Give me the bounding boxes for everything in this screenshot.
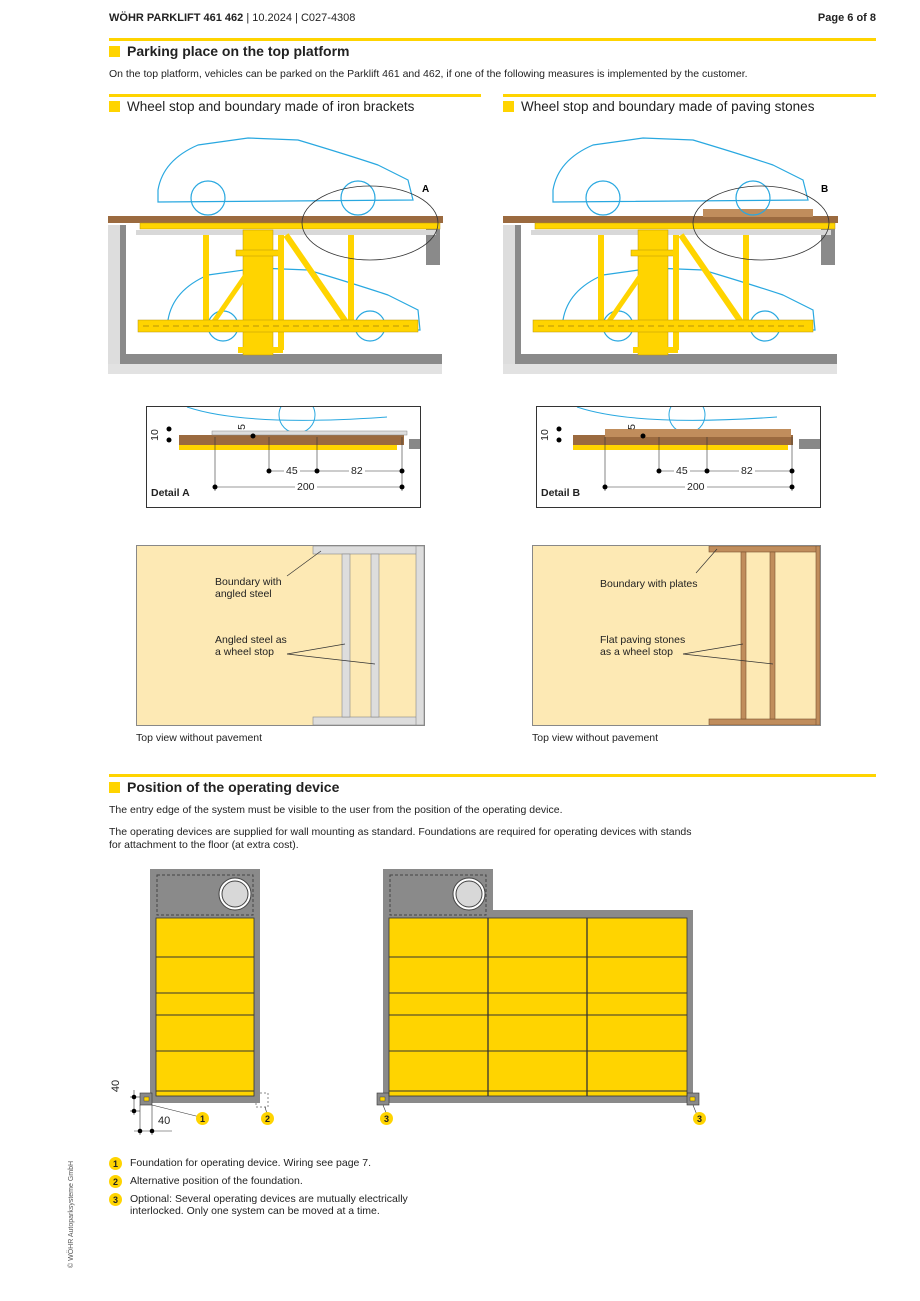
marker-3-left: 3: [380, 1112, 393, 1125]
subsection-heading-right: Wheel stop and boundary made of paving s…: [503, 99, 814, 114]
side-elevation-b: B: [503, 137, 838, 374]
bullet-square-icon: [109, 101, 120, 112]
dim-10: 10: [148, 429, 161, 441]
bullet-square-icon: [109, 45, 120, 57]
divider: [109, 38, 876, 41]
marker-2: 2: [261, 1112, 274, 1125]
section-heading: Parking place on the top platform: [109, 43, 349, 59]
badge-1: 1: [109, 1157, 122, 1170]
dim-40-vertical: 40: [110, 1079, 123, 1093]
paragraph: The entry edge of the system must be vis…: [109, 804, 563, 816]
page-number: Page 6 of 8: [817, 12, 876, 24]
divider: [503, 94, 876, 97]
doc-meta: | 10.2024 | C027-4308: [243, 12, 356, 24]
dim-5: 5: [625, 424, 638, 430]
copyright: © WÖHR Autoparksysteme GmbH: [68, 1160, 75, 1268]
dim-200: 200: [295, 481, 317, 493]
dim-200: 200: [685, 481, 707, 493]
marker-1: 1: [196, 1112, 209, 1125]
dim-82: 82: [739, 465, 755, 477]
legend-item-3: 3 Optional: Several operating devices ar…: [109, 1193, 408, 1217]
bullet-square-icon: [503, 101, 514, 112]
intro-text: On the top platform, vehicles can be par…: [109, 68, 748, 80]
topview-caption: Top view without pavement: [136, 732, 263, 744]
side-elevation-a: A: [108, 137, 443, 374]
dim-82: 82: [349, 465, 365, 477]
section-heading: Position of the operating device: [109, 779, 339, 795]
plan-triple-system: [376, 869, 700, 1115]
divider: [109, 94, 481, 97]
divider: [109, 774, 876, 777]
badge-2: 2: [109, 1175, 122, 1188]
dim-10: 10: [538, 429, 551, 441]
subsection-title: Wheel stop and boundary made of paving s…: [521, 99, 815, 114]
section-title: Parking place on the top platform: [127, 43, 350, 59]
legend-text: Foundation for operating device. Wiring …: [130, 1157, 372, 1169]
subsection-heading-left: Wheel stop and boundary made of iron bra…: [109, 99, 414, 114]
plan-single-system: [130, 869, 269, 1135]
legend-item-2: 2 Alternative position of the foundation…: [109, 1175, 303, 1188]
detail-b: 10 5 45 82 200 Detail B: [536, 406, 821, 508]
paragraph: The operating devices are supplied for w…: [109, 826, 692, 851]
bullet-square-icon: [109, 781, 120, 793]
legend-text: Alternative position of the foundation.: [130, 1175, 303, 1187]
dim-40-horizontal: 40: [158, 1115, 171, 1127]
callout-a-label: A: [422, 184, 429, 195]
dim-45: 45: [284, 465, 300, 477]
section-title: Position of the operating device: [127, 779, 340, 795]
label-boundary: Boundary with plates: [600, 578, 698, 590]
detail-label: Detail A: [151, 487, 190, 499]
subsection-title: Wheel stop and boundary made of iron bra…: [127, 99, 415, 114]
dim-45: 45: [674, 465, 690, 477]
callout-b-label: B: [821, 184, 828, 195]
marker-3-right: 3: [693, 1112, 706, 1125]
dim-5: 5: [235, 424, 248, 430]
legend-text: Optional: Several operating devices are …: [130, 1193, 408, 1217]
doc-header: WÖHR PARKLIFT 461 462 | 10.2024 | C027-4…: [109, 12, 355, 24]
product-name: WÖHR PARKLIFT 461 462: [109, 12, 244, 24]
legend-item-1: 1 Foundation for operating device. Wirin…: [109, 1157, 371, 1170]
detail-label: Detail B: [541, 487, 581, 499]
detail-a: 10 5 45 82 200 Detail A: [146, 406, 421, 508]
topview-caption: Top view without pavement: [532, 732, 659, 744]
badge-3: 3: [109, 1193, 122, 1206]
